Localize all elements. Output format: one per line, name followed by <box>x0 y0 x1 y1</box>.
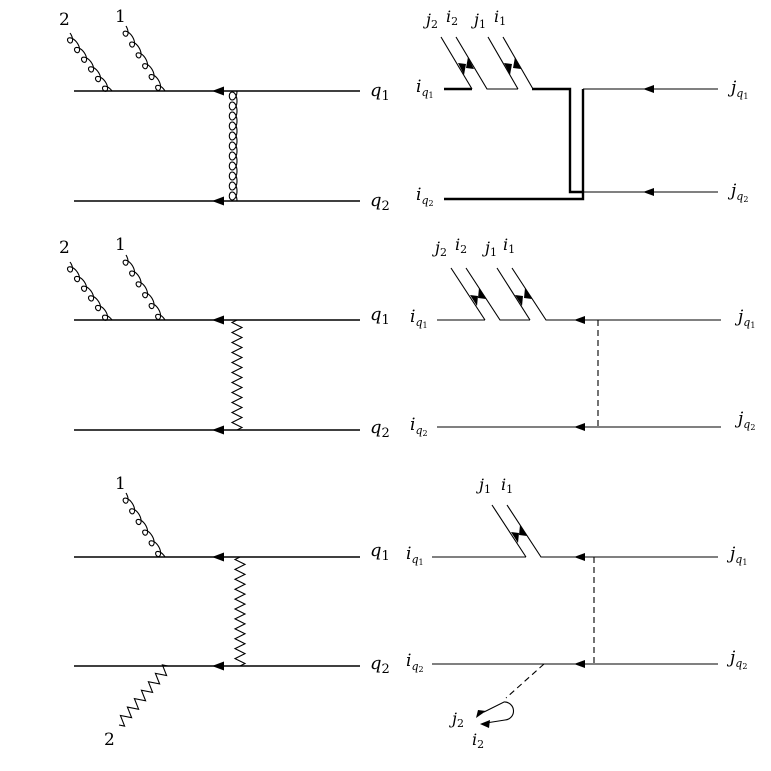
row2-quark-label-bottom: q2 <box>370 417 390 441</box>
row2-cf-label-j2: j2 <box>432 238 447 259</box>
row2-external-gluon-1 <box>122 254 166 321</box>
row2-feynman-diagram: 2 1 q1 q2 <box>59 235 390 441</box>
row3-cf-arrow-g1-j <box>511 532 519 543</box>
row3-cf-label-j-bottom: jq2 <box>726 648 747 671</box>
row1-quark-label-bottom: q2 <box>370 190 390 214</box>
row3-cf-arrow-g1-i <box>519 525 527 536</box>
row2-cf-g1-i-line <box>511 267 721 321</box>
row2-cf-g2-i-line <box>465 267 530 321</box>
row3-external-photon-2 <box>118 664 169 727</box>
row2-cf-label-j-top: jq1 <box>734 307 755 330</box>
row1-cf-g1-j-line <box>487 36 519 90</box>
row3-cf-arrow-bottom <box>574 660 585 668</box>
row2-cf-label-i2: i2 <box>455 235 467 256</box>
row2-color-flow-diagram: iq1 iq2 jq1 jq2 j2 i2 j1 i1 <box>410 235 755 438</box>
row2-cf-arrow-top <box>574 316 585 324</box>
row1-color-flow-diagram: iq1 iq2 jq1 jq2 j2 i2 j1 i1 <box>416 7 748 208</box>
row3-arrow-top <box>212 552 224 562</box>
row2-cf-label-j-bottom: jq2 <box>734 409 755 432</box>
row1-cf-label-j-bottom: jq2 <box>727 181 748 204</box>
row2-cf-g1-j-line <box>496 267 531 321</box>
row2-cf-label-i1: i1 <box>503 235 515 256</box>
row1-gluon-label-2: 2 <box>59 10 70 30</box>
row1-feynman-diagram: 2 1 q1 q2 <box>59 7 390 214</box>
row1-external-gluon-1 <box>122 25 166 92</box>
row3-feynman-diagram: 1 2 q1 q2 <box>74 474 390 750</box>
row1-cf-g2-j-line <box>440 36 473 90</box>
row3-cf-arrow-top <box>574 553 585 561</box>
row1-cf-arrow-g2-j <box>458 63 466 75</box>
row2-cf-arrow-g1-j <box>515 295 523 306</box>
row1-cf-label-i2: i2 <box>446 7 458 28</box>
row2-gluon-label-1: 1 <box>115 235 126 255</box>
row2-quark-label-top: q1 <box>370 304 390 328</box>
row2-cf-arrow-g1-i <box>524 288 532 299</box>
row1-external-gluon-2 <box>66 32 113 92</box>
row1-cf-arrow-g2-i <box>466 57 474 69</box>
row1-cf-label-i-top: iq1 <box>416 77 434 100</box>
row3-cf-dashed-photon <box>505 663 545 699</box>
row3-arrow-bottom <box>212 661 224 671</box>
row3-cf-label-j-top: jq1 <box>726 544 747 567</box>
row3-cf-color-loop <box>483 701 515 724</box>
row2-arrow-bottom <box>212 425 224 435</box>
row3-cf-g1-j-line <box>491 504 527 558</box>
row2-cf-label-i-bottom: iq2 <box>410 415 428 438</box>
row3-cf-label-loop-j2: j2 <box>449 709 464 730</box>
row1-arrow-top <box>212 86 224 96</box>
row2-gluon-label-2: 2 <box>59 238 70 258</box>
row1-cf-label-j2: j2 <box>423 10 438 31</box>
row3-cf-g1-i-line <box>506 504 718 558</box>
row2-cf-label-i-top: iq1 <box>410 307 428 330</box>
row1-cf-gluon-line-left <box>532 87 583 194</box>
row1-cf-label-j1: j1 <box>471 10 486 31</box>
row2-cf-label-j1: j1 <box>482 238 497 259</box>
row3-cf-label-i-bottom: iq2 <box>406 651 424 674</box>
row1-exchange-gluon <box>228 90 238 202</box>
row1-cf-label-j-top: jq1 <box>727 78 748 101</box>
row3-cf-loop-arrow-out <box>480 720 490 728</box>
row2-cf-arrow-bottom <box>574 423 585 431</box>
row1-cf-arrow-g1-j <box>504 63 512 75</box>
row2-cf-arrow-g2-i <box>478 288 486 299</box>
row3-cf-label-i-top: iq1 <box>406 544 424 567</box>
row2-exchange-photon <box>230 319 244 431</box>
row3-cf-label-j1: j1 <box>476 475 491 496</box>
row1-cf-gluon-line-right <box>444 89 585 201</box>
row1-gluon-label-1: 1 <box>115 7 126 27</box>
row3-quark-label-top: q1 <box>370 540 390 564</box>
row3-cf-label-loop-i2: i2 <box>472 730 484 751</box>
row1-quark-label-top: q1 <box>370 80 390 104</box>
row1-cf-arrow-bottom <box>643 188 654 196</box>
row3-cf-label-i1: i1 <box>501 475 513 496</box>
row1-arrow-bottom <box>212 196 224 206</box>
row2-external-gluon-2 <box>66 261 113 321</box>
row3-cf-loop-arrow-in <box>476 710 486 718</box>
row3-color-flow-diagram: iq1 iq2 jq1 jq2 j1 i1 j2 i2 <box>406 475 747 751</box>
row3-gluon-label-1: 1 <box>115 474 126 494</box>
row3-photon-label-2: 2 <box>104 730 115 750</box>
row1-cf-g2-i-line <box>455 36 518 90</box>
row3-quark-label-bottom: q2 <box>370 653 390 677</box>
row1-cf-arrow-g1-i <box>513 57 521 69</box>
row1-cf-label-i1: i1 <box>494 7 506 28</box>
row3-external-gluon-1 <box>122 492 166 558</box>
row3-exchange-photon <box>233 556 247 667</box>
row2-arrow-top <box>212 315 224 325</box>
row2-cf-g2-j-line <box>450 267 486 321</box>
row2-cf-arrow-g2-j <box>470 295 478 306</box>
row1-cf-label-i-bottom: iq2 <box>416 185 434 208</box>
row1-cf-arrow-top <box>643 85 654 93</box>
